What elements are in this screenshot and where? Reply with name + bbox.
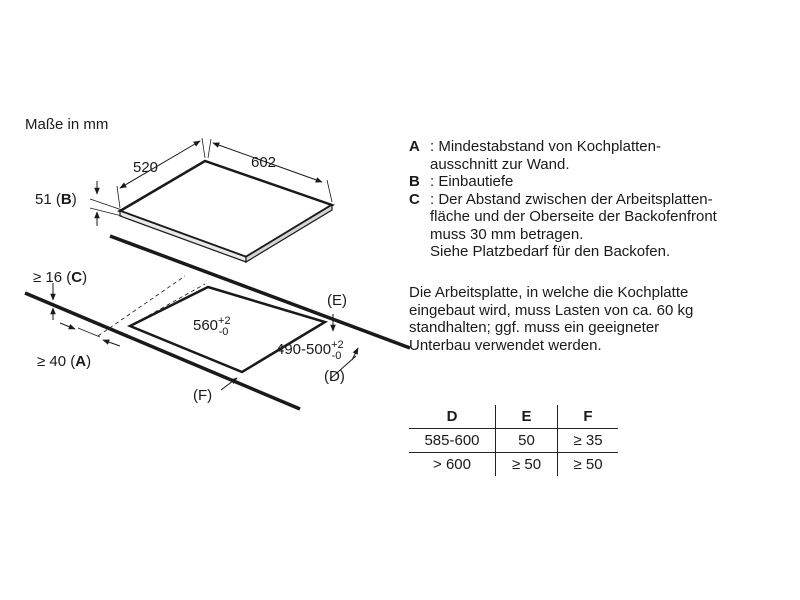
depth-value: 51 ( — [35, 191, 61, 208]
gap-f-arrow — [220, 377, 238, 391]
depth-close: ) — [72, 191, 77, 208]
table-cell: > 600 — [409, 452, 496, 476]
cutout-width-value: 560 — [193, 317, 218, 334]
cutout-width-label: 560+2-0 — [193, 315, 231, 338]
hob-width-dimension — [119, 140, 201, 189]
extension-line — [77, 327, 101, 338]
gap-c-key: C — [71, 269, 82, 286]
table-header-row: D E F — [409, 405, 618, 429]
table-header: D — [409, 405, 496, 429]
cutout-width-tol-upper: +2 — [218, 315, 231, 327]
gap-c-label: ≥ 16 (C) — [33, 269, 87, 286]
legend-text: : Mindestabstand von Kochplatten- aussch… — [430, 138, 661, 173]
legend-key-letter: B — [409, 173, 420, 190]
cutout-depth-value: 490-500 — [276, 341, 331, 358]
legend-item-c: C : Der Abstand zwischen der Arbeitsplat… — [409, 191, 789, 261]
gap-a-key: A — [75, 353, 86, 370]
dimension-table: D E F 585-600 50 ≥ 35 > 600 ≥ 50 ≥ 50 — [409, 405, 618, 476]
table-cell: 585-600 — [409, 428, 496, 453]
table-row: > 600 ≥ 50 ≥ 50 — [409, 452, 618, 476]
legend-text: : Der Abstand zwischen der Arbeitsplatte… — [430, 190, 717, 261]
depth-label: 51 (B) — [35, 191, 77, 208]
legend-key: A — [409, 138, 430, 173]
label-d: (D) — [324, 368, 345, 385]
legend-item-b: B : Einbautiefe — [409, 173, 789, 191]
depth-key: B — [61, 191, 72, 208]
table-cell: ≥ 50 — [573, 456, 603, 473]
cutout-depth-label: 490-500+2-0 — [276, 339, 344, 362]
legend-item-a: A : Mindestabstand von Kochplatten- auss… — [409, 138, 789, 173]
load-note: Die Arbeitsplatte, in welche die Kochpla… — [409, 284, 694, 354]
gap-c-close: ) — [82, 269, 87, 286]
cutout-width-tol-lower: -0 — [219, 326, 229, 338]
hob-depth-dimension — [212, 142, 323, 183]
label-e: (E) — [327, 292, 347, 309]
hob-width-label: 520 — [133, 159, 158, 176]
cutout-depth-tol-upper: +2 — [331, 339, 344, 351]
table-header: F — [557, 405, 618, 429]
cutout-depth-tol-lower: -0 — [332, 350, 342, 362]
extension-line — [326, 179, 333, 203]
legend-text: : Einbautiefe — [430, 173, 514, 190]
hob-illustration — [89, 137, 411, 350]
extension-line — [89, 198, 123, 211]
hidden-edge — [97, 275, 186, 337]
legend-key-letter: A — [409, 138, 420, 155]
countertop-edge-back — [109, 234, 411, 350]
gap-d-arrow — [351, 347, 359, 361]
countertop-front-edge — [24, 291, 301, 411]
gap-a-close: ) — [86, 353, 91, 370]
units-title: Maße in mm — [25, 116, 108, 133]
gap-a-arrow — [59, 322, 76, 330]
legend-key-letter: C — [409, 190, 420, 208]
legend-key: B — [409, 173, 430, 191]
extension-line — [201, 137, 206, 159]
gap-c-value: ≥ 16 ( — [33, 269, 71, 286]
gap-a-label: ≥ 40 (A) — [37, 353, 91, 370]
extension-line — [207, 138, 212, 159]
cutout-outline — [126, 285, 329, 374]
hob-depth-label: 602 — [251, 154, 276, 171]
legend-key: C — [409, 191, 430, 261]
table-row: 585-600 50 ≥ 35 — [409, 428, 618, 453]
countertop-illustration — [24, 275, 359, 411]
extension-line — [89, 207, 123, 217]
gap-a-value: ≥ 40 ( — [37, 353, 75, 370]
table-cell: 50 — [495, 428, 558, 453]
gap-d-line — [329, 355, 357, 380]
label-f: (F) — [193, 387, 212, 404]
hob-side-edge — [245, 203, 333, 264]
table-cell: ≥ 50 — [495, 452, 558, 476]
table-cell: ≥ 35 — [557, 428, 618, 453]
gap-a-arrow — [102, 339, 121, 347]
legend: A : Mindestabstand von Kochplatten- auss… — [409, 138, 789, 261]
table-header: E — [495, 405, 558, 429]
extension-line — [116, 185, 121, 209]
